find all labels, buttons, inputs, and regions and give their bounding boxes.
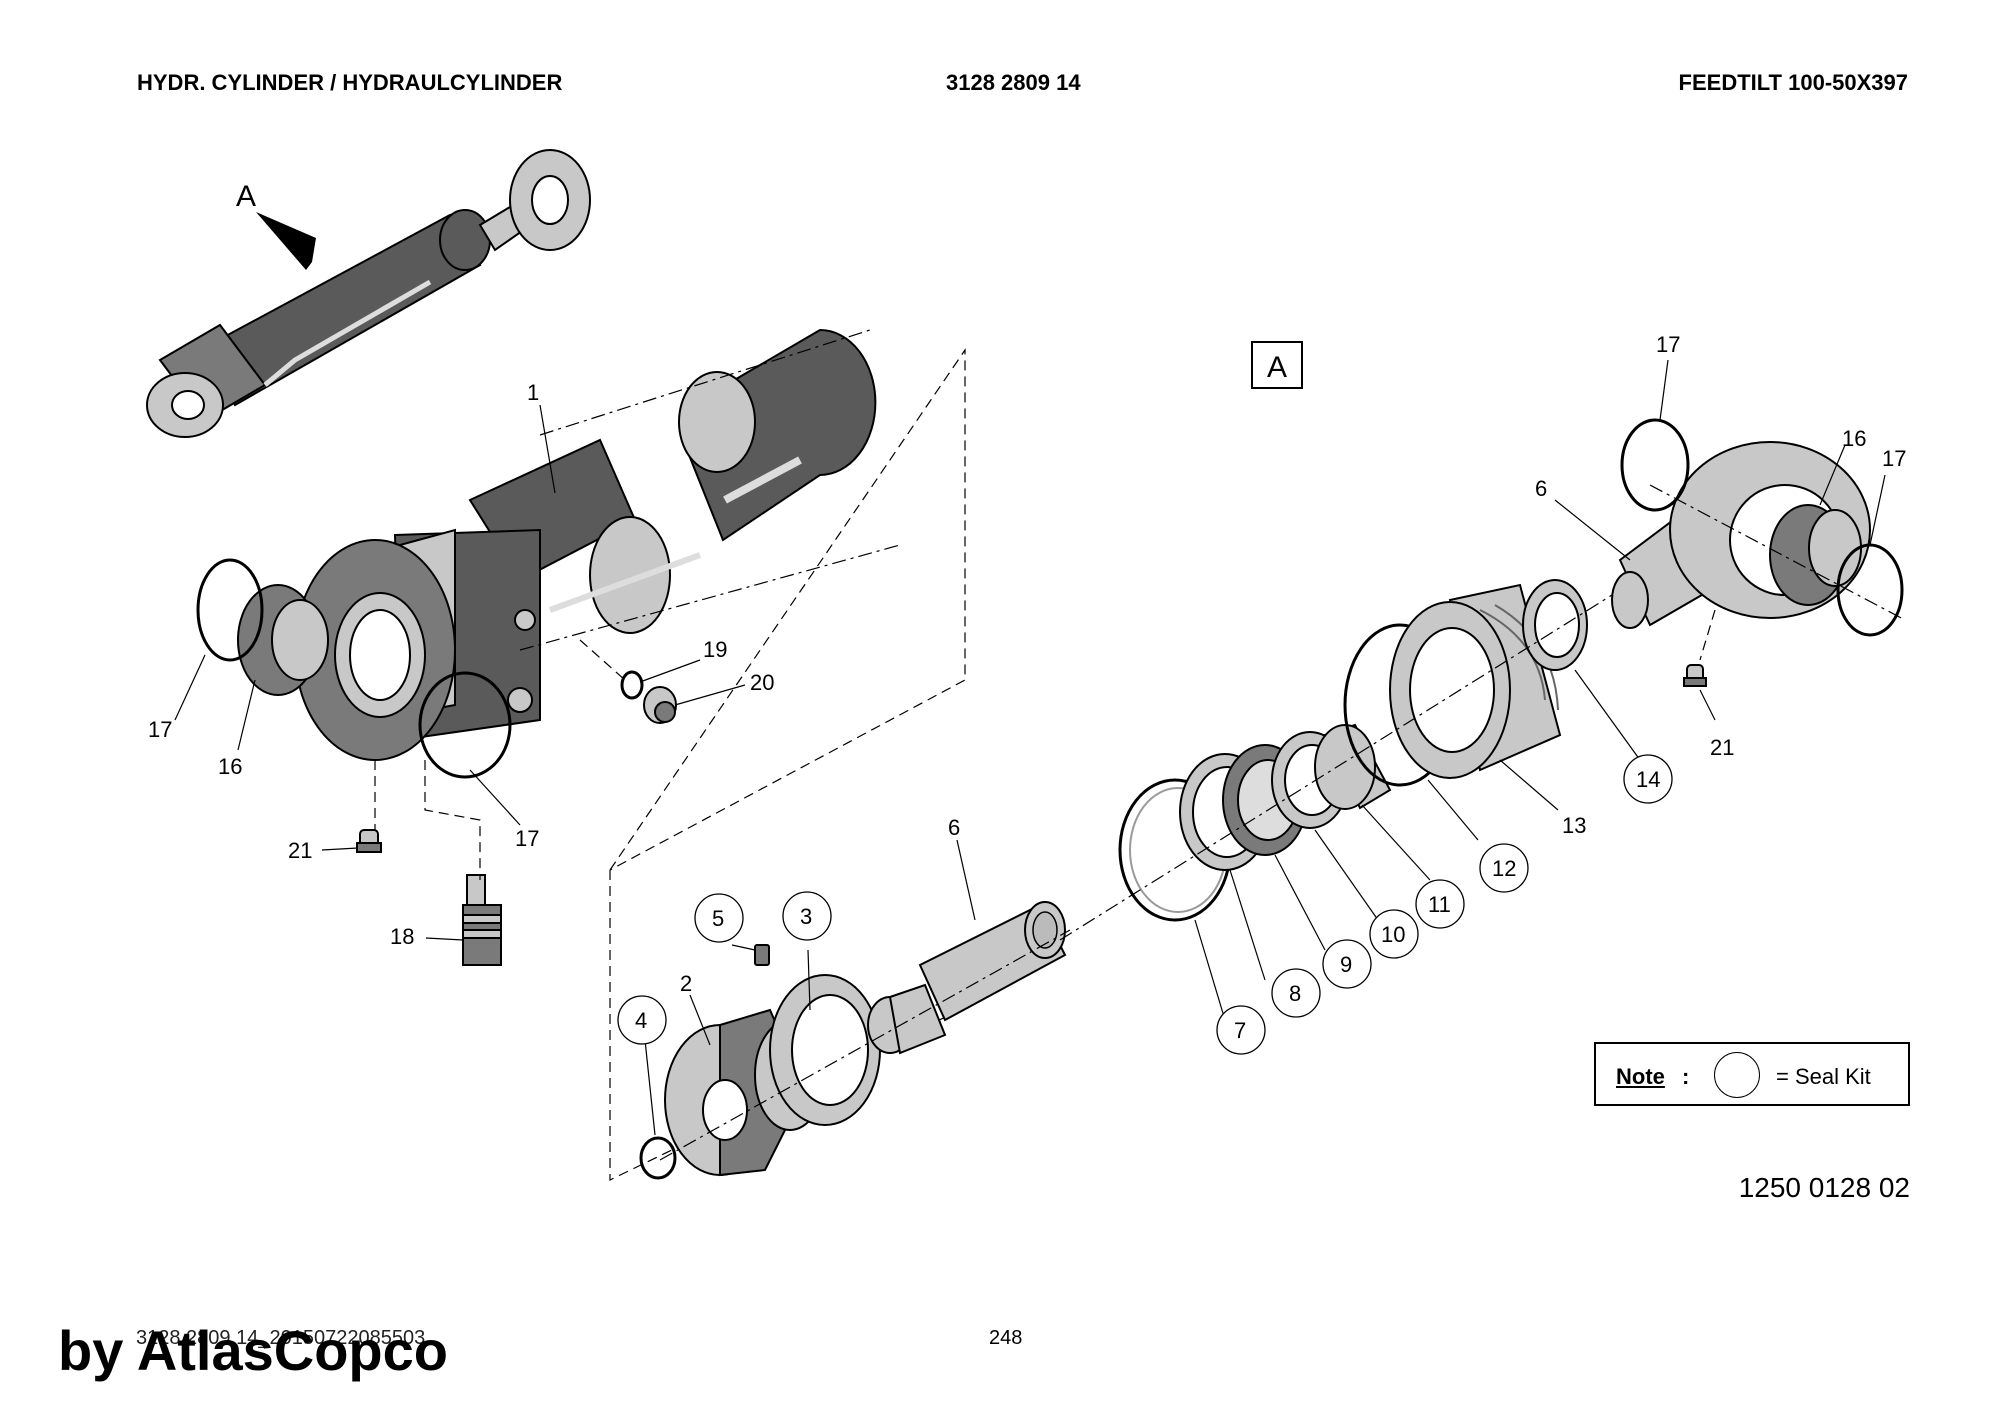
o-ring-part-4 [639,1136,677,1180]
piston-rod-part-6 [867,901,1067,1055]
header-model: FEEDTILT 100-50X397 [1678,70,1908,95]
view-a-arrow [256,212,316,270]
part-label-21-left: 21 [288,838,312,863]
legend-seal-kit-circle [1714,1052,1760,1098]
set-screw-part-5 [754,944,770,966]
axis-line-tube-top [539,329,871,436]
part-label-4: 4 [635,1008,647,1033]
circlip-part-17-right-a [1620,418,1690,512]
cylinder-head-part-13 [1389,583,1562,779]
part-label-21-right: 21 [1710,735,1734,760]
view-a-box [1251,341,1303,389]
axis-line-washer [579,639,626,681]
part-label-17-left-a: 17 [148,717,172,742]
cylinder-tube-part-1 [294,328,877,761]
wear-ring-part-14 [1522,579,1588,671]
circlip-part-17-left-a [196,558,264,662]
drawing-number: 1250 0128 02 [1738,1172,1910,1203]
part-label-17-right-a: 17 [1656,332,1680,357]
header-title: HYDR. CYLINDER / HYDRAULCYLINDER [137,70,563,95]
view-a-box-label: A [1267,351,1287,384]
part-label-17-left-b: 17 [515,826,539,851]
legend-seal-kit-text: = Seal Kit [1776,1064,1871,1089]
part-label-14: 14 [1636,767,1660,792]
legend-note-label: Note [1616,1064,1665,1089]
part-label-3: 3 [800,904,812,929]
part-label-16-left: 16 [218,754,242,779]
valve-part-18 [462,874,502,966]
part-label-20: 20 [750,670,774,695]
footer-page-number: 248 [989,1327,1023,1349]
part-label-7: 7 [1234,1018,1246,1043]
part-label-13: 13 [1562,813,1586,838]
axis-line-seal-stack [1059,589,1621,941]
footer-document-id: 3128 2809 14_20150722085503 [136,1327,426,1349]
part-label-12: 12 [1492,856,1516,881]
bearing-part-16-left [237,584,329,696]
grease-nipple-part-21-left [356,829,382,853]
part-label-6-rod: 6 [948,815,960,840]
header-part-number: 3128 2809 14 [946,70,1081,95]
part-label-11: 11 [1428,892,1451,917]
assembly-boundary-upper [609,348,966,871]
bearing-part-16-right [1769,504,1862,606]
part-label-1: 1 [527,380,539,405]
bushing-part-11 [1314,723,1392,810]
leader-lines [174,359,1886,1136]
part-label-17-right-b: 17 [1882,446,1906,471]
axis-line-piston [659,929,1071,1161]
part-label-19: 19 [703,637,727,662]
part-label-16-right: 16 [1842,426,1866,451]
seal-kit-markers [617,754,1673,1055]
axis-line-rod-eye [1649,484,1906,621]
plug-part-20 [643,686,677,724]
part-label-10: 10 [1381,922,1405,947]
piston-seal-part-3 [769,974,881,1126]
part-label-5: 5 [712,906,724,931]
watermark-text: by AtlasCopco [58,1319,448,1382]
axis-line-valve [424,760,481,880]
grease-nipple-part-21-right [1683,664,1707,687]
axis-line-nipple-right [1699,609,1716,661]
part-label-8: 8 [1289,981,1301,1006]
circlip-part-17-left-b [418,671,512,779]
washer-part-19 [620,670,644,700]
part-label-2: 2 [680,971,692,996]
part-label-6-eye: 6 [1535,476,1547,501]
seal-kit-legend: Note : = Seal Kit [1594,1042,1910,1106]
view-a-arrow-label: A [236,180,256,213]
part-label-9: 9 [1340,952,1352,977]
axis-line-tube-bottom [519,544,901,651]
legend-note-colon: : [1682,1064,1690,1089]
part-label-18: 18 [390,924,414,949]
assembled-cylinder-overview [146,149,591,438]
